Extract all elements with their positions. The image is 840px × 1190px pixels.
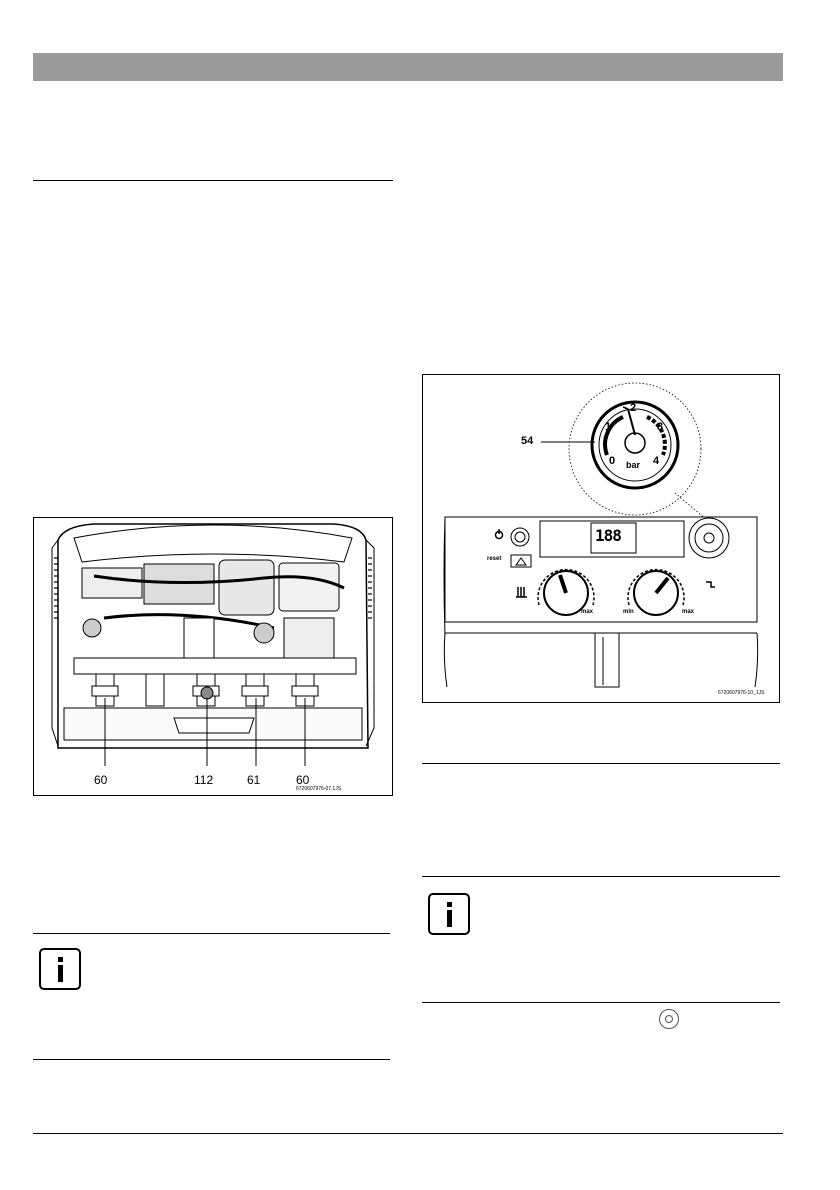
section-rule <box>422 1002 780 1003</box>
gauge-number: 3 <box>657 421 664 433</box>
figure-code: 6720607976-07.1JS <box>296 786 342 792</box>
callout-label: 60 <box>296 773 310 787</box>
control-panel-illustration <box>443 382 759 688</box>
gauge-number: 1 <box>605 421 612 433</box>
section-rule <box>422 876 780 877</box>
footer-rule <box>33 1133 783 1134</box>
dial-max-label: max <box>581 609 594 615</box>
section-rule <box>33 1059 390 1060</box>
figure-pressure-gauge: 54 0 1 2 3 4 bar 188 reset max min max 6… <box>422 374 780 703</box>
figure-boiler-connections: 60 112 61 60 6720607976-07.1JS <box>33 517 393 796</box>
gauge-number: 0 <box>609 455 616 467</box>
reset-label: reset <box>487 556 502 562</box>
power-icon <box>659 1009 679 1029</box>
gauge-number: 2 <box>630 402 637 414</box>
section-rule <box>33 933 390 934</box>
callout-label: 60 <box>94 773 108 787</box>
dial-max-label: max <box>682 609 695 615</box>
info-icon <box>428 893 470 935</box>
boiler-illustration <box>51 523 375 766</box>
gauge-number: 4 <box>653 455 660 467</box>
callout-label: 112 <box>194 773 214 787</box>
section-rule <box>33 180 393 181</box>
callout-label: 54 <box>521 435 534 447</box>
header-bar <box>33 53 783 81</box>
info-icon <box>39 948 81 990</box>
callout-label: 61 <box>247 773 261 787</box>
figure-code: 6720607976-10_1JS <box>718 690 765 696</box>
digital-display: 188 <box>595 526 622 545</box>
section-rule <box>422 763 780 764</box>
dial-min-label: min <box>623 609 634 615</box>
gauge-unit: bar <box>626 460 641 470</box>
